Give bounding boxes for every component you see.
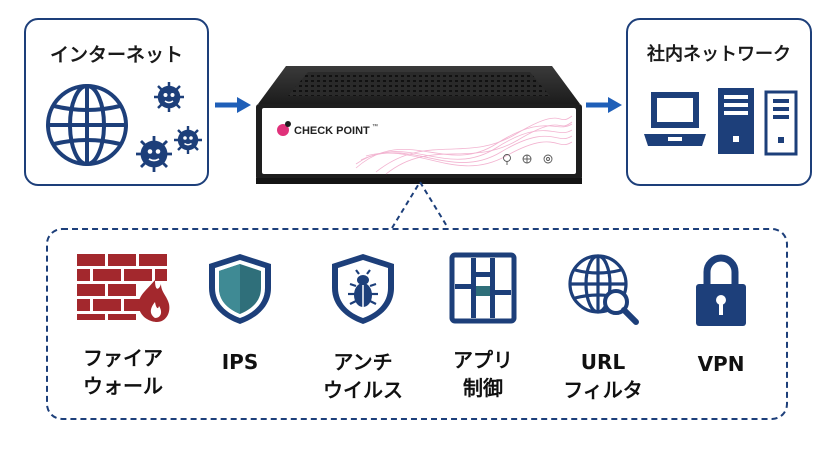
virus-icon — [136, 136, 172, 172]
app-grid-icon — [449, 252, 517, 324]
tower-pc-icon — [764, 90, 798, 156]
feature-label: アンチウイルス — [323, 350, 403, 402]
appliance-brand: CHECK POINT — [294, 125, 370, 137]
padlock-icon — [696, 254, 746, 326]
network-title: 社内ネットワーク — [647, 44, 791, 65]
internet-box: インターネット — [24, 18, 209, 186]
feature-vpn: VPN — [662, 252, 780, 378]
appliance-trademark: ™ — [372, 123, 378, 130]
internet-title: インターネット — [49, 44, 183, 66]
security-features-panel: ファイアウォール IPS アンチウイルス — [46, 228, 788, 420]
firewall-icon — [77, 254, 170, 322]
tower-pc-icon — [718, 88, 754, 154]
connector-line — [391, 180, 449, 229]
internal-network-box: 社内ネットワーク — [626, 18, 812, 186]
virus-icon — [154, 82, 184, 112]
feature-label: IPS — [221, 350, 259, 374]
status-led-icons — [503, 154, 553, 165]
bug-shield-icon — [332, 254, 394, 324]
globe-icon — [46, 84, 128, 166]
feature-label: VPN — [697, 352, 745, 376]
feature-label: ファイアウォール — [83, 346, 163, 398]
feature-ips: IPS — [181, 252, 299, 376]
virus-icon — [174, 126, 202, 154]
arrow-right-icon — [586, 97, 622, 113]
shield-icon — [209, 254, 271, 324]
feature-firewall: ファイアウォール — [64, 252, 182, 400]
feature-label: アプリ制御 — [453, 348, 513, 400]
laptop-icon — [644, 92, 706, 146]
globe-search-icon — [568, 254, 639, 325]
security-appliance: CHECK POINT ™ — [256, 66, 582, 184]
feature-app-control: アプリ制御 — [424, 252, 542, 402]
feature-antivirus: アンチウイルス — [304, 252, 422, 404]
arrow-right-icon — [215, 97, 251, 113]
